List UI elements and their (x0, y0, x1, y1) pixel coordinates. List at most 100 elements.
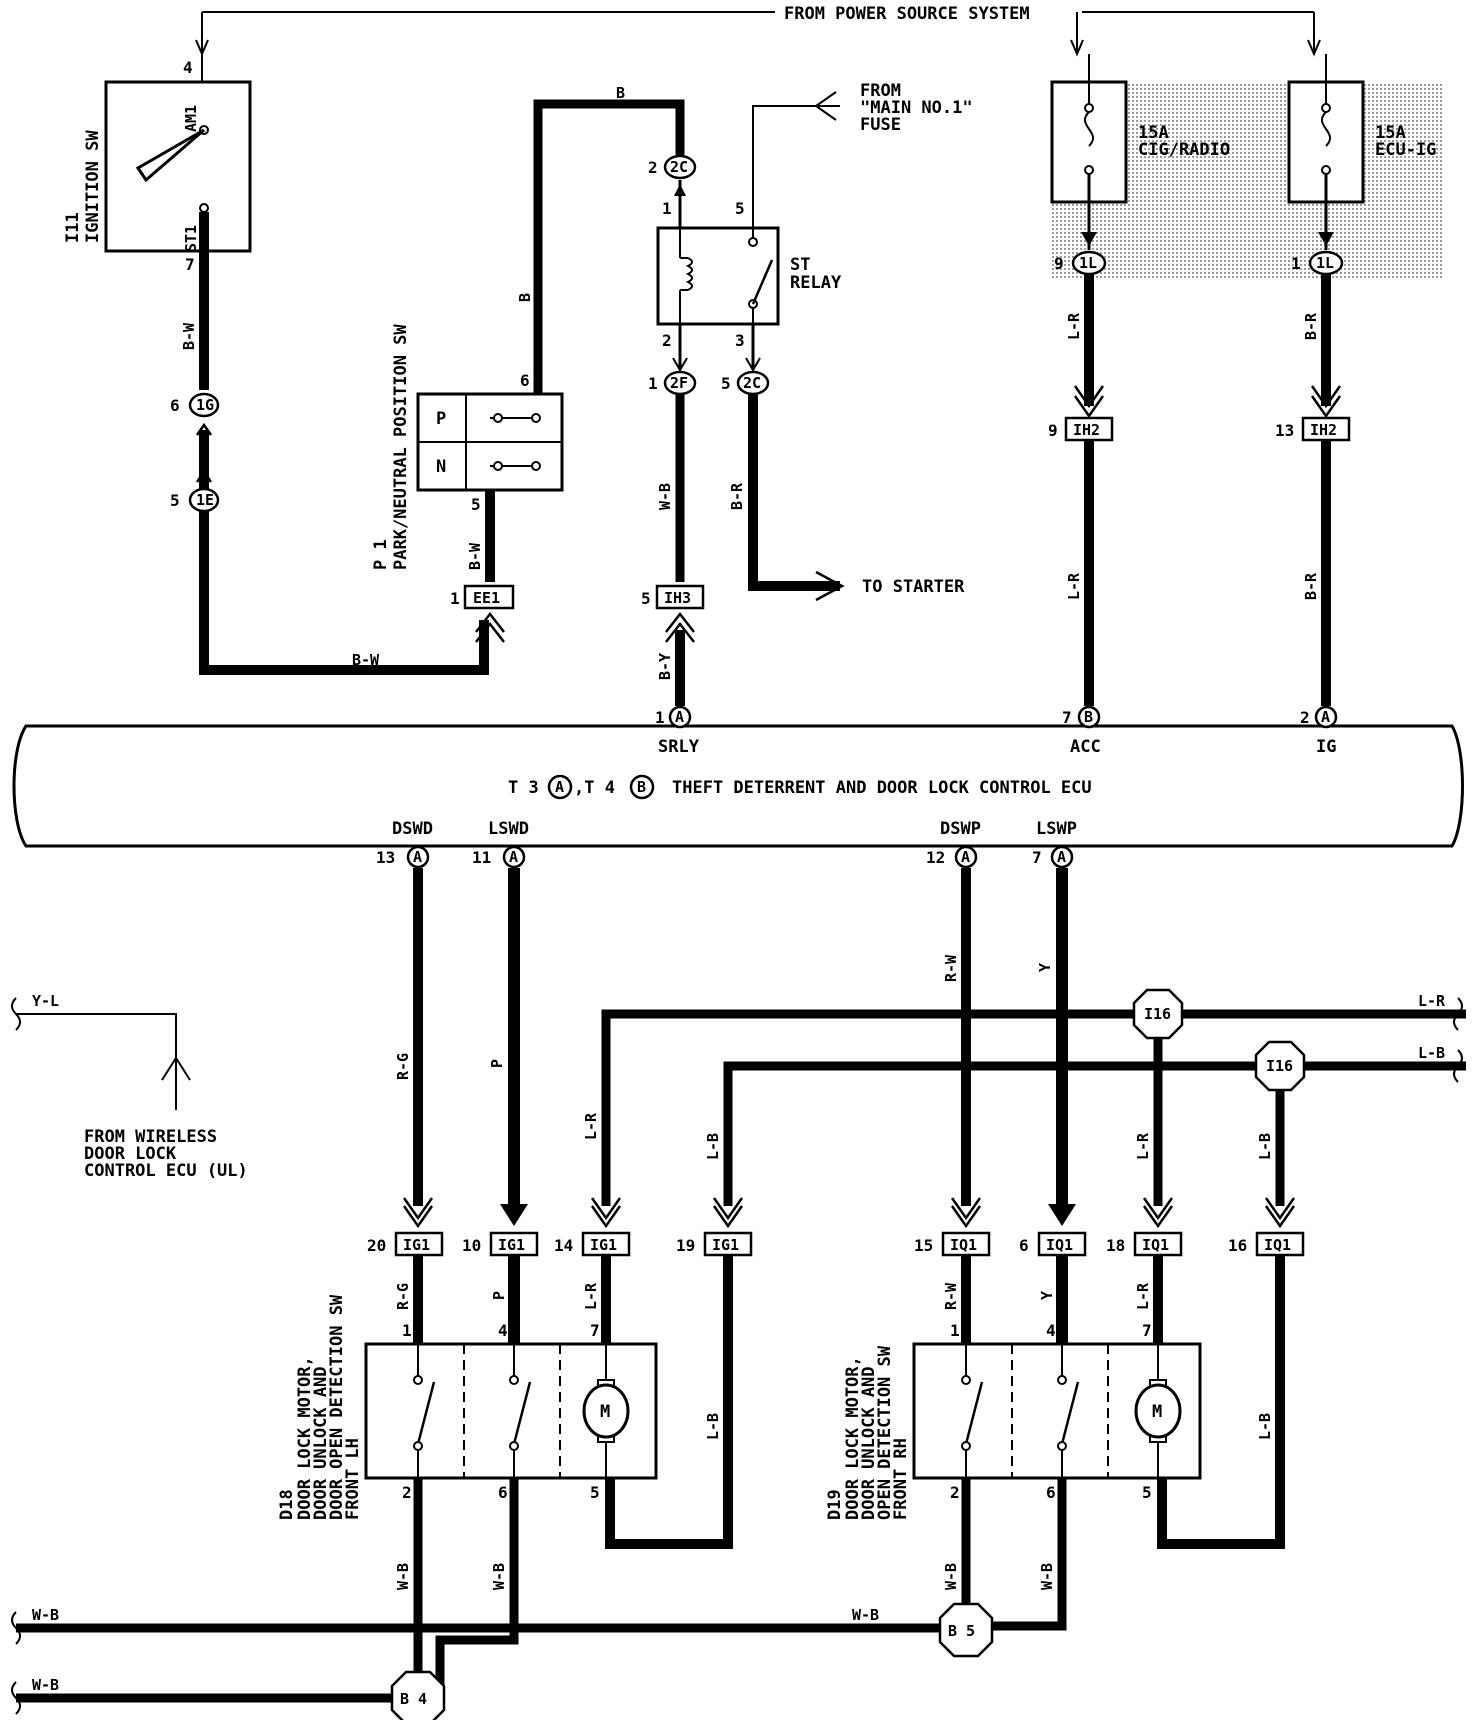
junction-i16-lb (1254, 1040, 1306, 1092)
ecu-pin-name: IG (1316, 737, 1336, 757)
pin-label: 18 (1106, 1236, 1125, 1255)
connector-label: A (675, 708, 684, 726)
motor-label: M (1152, 1402, 1162, 1422)
pin-label: 10 (462, 1236, 481, 1255)
ecu-prefix-t3: T 3 (508, 778, 539, 798)
junction-b5 (938, 1602, 994, 1658)
pin-label: 1 (648, 374, 658, 393)
connector-label: 2C (670, 158, 688, 176)
ecu-body (12, 724, 1464, 848)
ecu-pin-name: SRLY (658, 737, 700, 757)
wire-bw-ignition (199, 212, 489, 675)
motor-label: M (600, 1402, 610, 1422)
pin-label: 20 (367, 1236, 386, 1255)
ecu-pin-name: LSWD (488, 819, 529, 839)
connector-label: IH2 (1310, 421, 1337, 439)
park-sw-code: P 1 (371, 539, 391, 570)
connector-label: 2F (670, 374, 688, 392)
pin-label: 13 (1275, 421, 1294, 440)
pin-label: 7 (590, 1321, 600, 1340)
d18-label: DOOR OPEN DETECTION SW (327, 1294, 347, 1520)
connector-label: IG1 (712, 1236, 739, 1254)
d19-label: DOOR UNLOCK AND (859, 1366, 879, 1520)
st-relay (656, 226, 780, 326)
connector-label: B 5 (948, 1622, 975, 1640)
wire-b-thick (533, 99, 685, 394)
ecu-pin-srly (668, 705, 692, 729)
ignition-sw-name: IGNITION SW (83, 130, 103, 243)
wire-label: B-Y (656, 653, 674, 680)
d18-code: D18 (277, 1489, 297, 1520)
wireless-label: FROM WIRELESS (84, 1127, 217, 1147)
pin-label: 13 (376, 848, 395, 867)
pin-label: 2 (662, 331, 672, 350)
wire-label: W-B (942, 1563, 960, 1590)
connector-2c-top (663, 154, 697, 180)
pin-label: 14 (554, 1236, 573, 1255)
ecu-pin-lswd (502, 845, 526, 869)
pin-label: 4 (1046, 1321, 1056, 1340)
wire-label: B-W (466, 542, 484, 570)
pin-label: 16 (1228, 1236, 1247, 1255)
connector-label: A (509, 848, 518, 866)
connector-label: A (1057, 848, 1066, 866)
wire-label: R-G (394, 1283, 412, 1310)
pin-label: 6 (1019, 1236, 1029, 1255)
motor-icon (1134, 1383, 1182, 1439)
wire-label: P (490, 1291, 508, 1300)
wire-label: B (516, 293, 534, 302)
wire-br-ig (1310, 274, 1342, 419)
d18-label: DOOR UNLOCK AND (311, 1366, 331, 1520)
main-fuse-label: "MAIN NO.1" (860, 98, 973, 118)
pin-label: 5 (735, 199, 745, 218)
main-fuse-label: FROM (860, 81, 901, 101)
park-p-label: P (436, 409, 446, 429)
wireless-label: DOOR LOCK (84, 1144, 177, 1164)
ecu-conn-b-icon (629, 774, 655, 800)
pin-label: 6 (170, 396, 180, 415)
pin-label: 7 (1062, 708, 1072, 727)
pin-label: 9 (1048, 421, 1058, 440)
pin-label: 11 (472, 848, 491, 867)
connector-label: IG1 (590, 1236, 617, 1254)
connector-1g (188, 392, 220, 418)
pin-label: 5 (170, 491, 180, 510)
d18-label: DOOR LOCK MOTOR, (295, 1356, 315, 1520)
connector-label: 1E (196, 491, 214, 509)
wire-label: B-R (1302, 572, 1320, 600)
pin-label: 1 (662, 199, 672, 218)
wire-label: L-R (1065, 312, 1083, 340)
pin-label: 7 (1142, 1321, 1152, 1340)
connector-label: 1L (1079, 254, 1097, 272)
pin-label: 2 (402, 1483, 412, 1502)
ecu-prefix-t4: ,T 4 (574, 778, 615, 798)
connector-label: I16 (1266, 1057, 1293, 1075)
connector-label: B 4 (400, 1690, 427, 1708)
wire-label: L-B (1256, 1413, 1274, 1440)
d18-label: FRONT LH (343, 1438, 363, 1520)
d19-label: DOOR LOCK MOTOR, (843, 1356, 863, 1520)
wire-label: W-B (852, 1606, 879, 1624)
am1-label: AM1 (182, 105, 200, 132)
pin-label: 2 (950, 1483, 960, 1502)
connector-label: A (413, 848, 422, 866)
pin-label: 19 (676, 1236, 695, 1255)
pin-label: 4 (498, 1321, 508, 1340)
wire-label: L-B (1256, 1133, 1274, 1160)
pin-label: 4 (183, 58, 193, 77)
ecu-pin-ig (1314, 705, 1338, 729)
st1-label: ST1 (182, 225, 200, 252)
wire-label: W-B (32, 1606, 59, 1624)
wire-label: R-G (394, 1053, 412, 1080)
pin-label: 5 (1142, 1483, 1152, 1502)
wire-label: L-R (1134, 1132, 1152, 1160)
st-relay-label: ST (790, 255, 810, 275)
pin-label: 7 (185, 255, 195, 274)
wire-label: R-W (942, 1282, 960, 1310)
fuse-ecu-name: ECU-IG (1375, 140, 1436, 160)
pin-label: 3 (735, 331, 745, 350)
wire-label: B-W (180, 322, 198, 350)
connector-label: IH2 (1073, 421, 1100, 439)
pin-label: 1 (1291, 254, 1301, 273)
